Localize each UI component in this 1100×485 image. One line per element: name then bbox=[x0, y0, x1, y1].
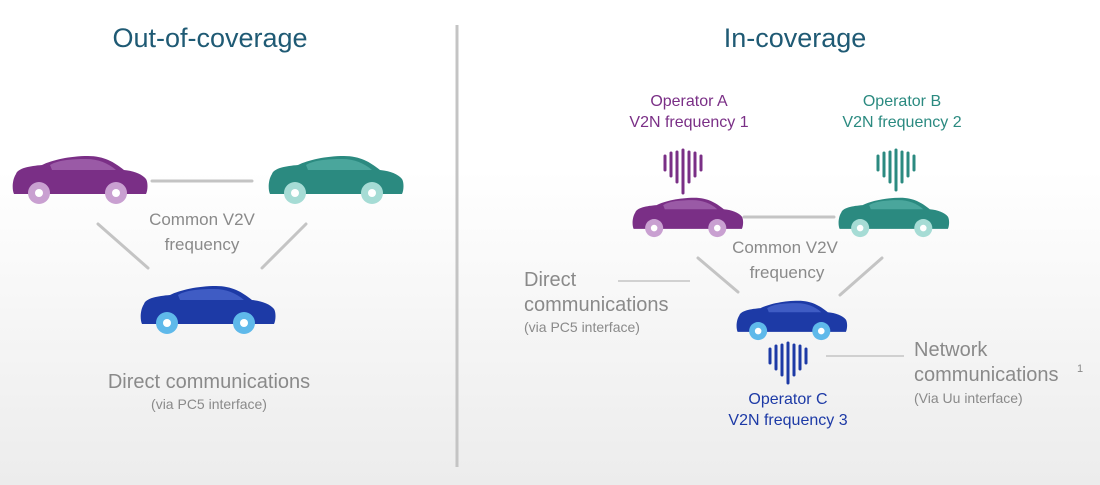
left-footer-main: Direct communications bbox=[108, 371, 310, 393]
network-label-sub: (Via Uu interface) bbox=[914, 390, 1023, 406]
right-link-label-line1: Common V2V bbox=[732, 238, 838, 257]
car-teal-right bbox=[838, 197, 950, 238]
network-label-line2: communications bbox=[914, 364, 1059, 386]
car-blue-left bbox=[140, 286, 276, 334]
operator-c-name: Operator C bbox=[748, 391, 827, 408]
antenna-operator-b-icon bbox=[876, 148, 916, 192]
right-link-left bbox=[696, 256, 740, 294]
operator-a-frequency: V2N frequency 1 bbox=[629, 114, 748, 131]
left-link-label-line1: Common V2V bbox=[149, 210, 255, 229]
operator-a-name: Operator A bbox=[650, 93, 728, 110]
car-blue-right bbox=[736, 300, 848, 341]
antenna-operator-c-icon bbox=[768, 341, 808, 385]
right-link-label-line2: frequency bbox=[750, 263, 825, 282]
operator-b-frequency: V2N frequency 2 bbox=[842, 114, 961, 131]
left-link-left bbox=[96, 222, 150, 270]
right-link-right bbox=[838, 256, 884, 297]
left-footer-sub: (via PC5 interface) bbox=[151, 396, 267, 412]
antenna-operator-a-icon bbox=[663, 148, 703, 195]
direct-label-line2: communications bbox=[524, 294, 669, 316]
left-link-label-line2: frequency bbox=[165, 235, 240, 254]
operator-b-name: Operator B bbox=[863, 93, 941, 110]
car-purple-right bbox=[632, 197, 744, 238]
car-purple-left bbox=[12, 156, 148, 204]
left-link-right bbox=[260, 222, 308, 270]
direct-label-sub: (via PC5 interface) bbox=[524, 319, 640, 335]
direct-label-line1: Direct bbox=[524, 269, 577, 291]
right-panel-title: In-coverage bbox=[724, 23, 867, 53]
operator-c-frequency: V2N frequency 3 bbox=[728, 412, 847, 429]
left-panel-title: Out-of-coverage bbox=[112, 23, 307, 53]
network-footnote-marker: 1 bbox=[1077, 363, 1083, 375]
network-label-line1: Network bbox=[914, 339, 988, 361]
car-teal-left bbox=[268, 156, 404, 204]
